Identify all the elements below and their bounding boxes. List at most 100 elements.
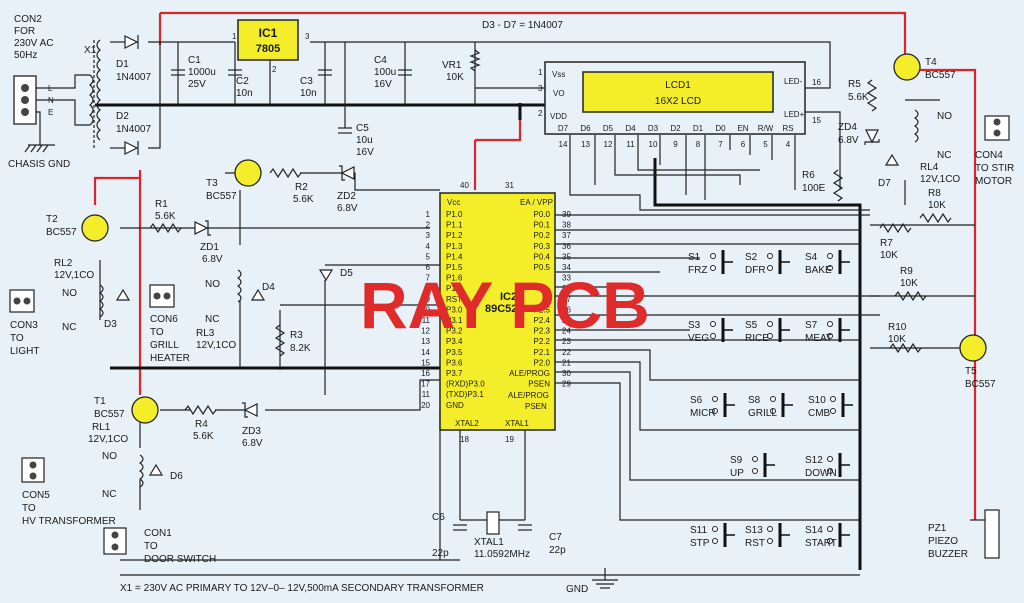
- d4-ref: D4: [262, 282, 275, 293]
- vr1-value: 10K: [446, 72, 464, 83]
- r5-value: 5.6K: [848, 92, 869, 103]
- vr1-ref: VR1: [442, 60, 462, 71]
- switch-s8: [770, 393, 793, 417]
- r2-ref: R2: [295, 182, 308, 193]
- switch-ref: S6: [690, 395, 703, 406]
- c6-ref: C6: [432, 512, 445, 523]
- c7-ref: C7: [549, 532, 562, 543]
- d2-part: 1N4007: [116, 124, 151, 135]
- con4-label-2: TO STIR: [975, 163, 1014, 174]
- switch-ref: S3: [688, 320, 701, 331]
- rl1-nc: NC: [102, 489, 116, 500]
- ic2-pin-number: 39: [562, 210, 571, 219]
- ic2-ea: EA / VPP: [520, 198, 553, 207]
- zd3-ref: ZD3: [242, 426, 261, 437]
- con2-label-1: CON2: [14, 14, 42, 25]
- ic2-ale: ALE/PROG: [508, 391, 549, 400]
- switch-ref: S9: [730, 455, 743, 466]
- ic2-pin-name: P2.1: [534, 348, 551, 357]
- ic2-microcontroller: [439, 192, 556, 431]
- r6-value: 100E: [802, 183, 826, 194]
- r4-value: 5.6K: [193, 431, 214, 442]
- rl3-no: NO: [205, 279, 220, 290]
- ic2-pin-name: P0.5: [534, 263, 551, 272]
- switch-ref: S12: [805, 455, 823, 466]
- rl2-nc: NC: [62, 322, 76, 333]
- ic2-pin-number: 33: [562, 274, 571, 283]
- r7-ref: R7: [880, 238, 893, 249]
- ic2-vcc: Vcc: [447, 198, 460, 207]
- switch-function: MEAT: [805, 333, 832, 344]
- switch-contact: [767, 265, 773, 271]
- ic2-pin-name: P1.0: [446, 210, 463, 219]
- ic2-pin-number: 16: [421, 369, 430, 378]
- pz1-label-3: BUZZER: [928, 549, 968, 560]
- lcd-pin-name: D2: [670, 124, 681, 133]
- c2-ref: C2: [236, 76, 249, 87]
- rl4-rating: 12V,1CO: [920, 174, 960, 185]
- ic2-pin-name: P0.0: [534, 210, 551, 219]
- r8-value: 10K: [928, 200, 946, 211]
- switch-contact: [710, 265, 716, 271]
- zd2-ref: ZD2: [337, 191, 356, 202]
- ic2-pin-name: PSEN: [528, 380, 550, 389]
- switch-contact: [830, 396, 836, 402]
- switch-contact: [827, 333, 833, 339]
- zd4-ref: ZD4: [838, 122, 857, 133]
- t5-part: BC557: [965, 379, 996, 390]
- lcd-part: 16X2 LCD: [655, 96, 701, 107]
- ic2-pin-number: 26: [562, 305, 571, 314]
- con6-label-3: GRILL: [150, 340, 179, 351]
- ic2-pin-name: P1.5: [446, 263, 463, 272]
- ic2-pin-number: 2: [426, 221, 431, 230]
- ic2-pin-name: P1.2: [446, 231, 463, 240]
- ic2-pin-name: RST: [446, 295, 462, 304]
- ic2-xtal2: XTAL2: [455, 419, 479, 428]
- c7-value: 22p: [549, 545, 566, 556]
- d7-ref: D7: [878, 178, 891, 189]
- switch-function: BAKE: [805, 265, 832, 276]
- switch-contact: [712, 396, 718, 402]
- gnd-rails: [95, 103, 862, 570]
- c5-ref: C5: [356, 123, 369, 134]
- zd1-ref: ZD1: [200, 242, 219, 253]
- switch-contact: [767, 253, 773, 259]
- ic2-pin-number: 1: [426, 210, 431, 219]
- zd4-value: 6.8V: [838, 135, 859, 146]
- switch-function: CMB: [808, 408, 831, 419]
- r1-ref: R1: [155, 199, 168, 210]
- switch-function: DFR: [745, 265, 766, 276]
- ic2-pin-number: 28: [562, 284, 571, 293]
- switch-ref: S7: [805, 320, 818, 331]
- t2-transistor: [81, 214, 109, 242]
- t4-part: BC557: [925, 70, 956, 81]
- con2-pin: [21, 108, 29, 116]
- con5-label-2: TO: [22, 503, 36, 514]
- ic1-pin2: 2: [272, 65, 277, 74]
- xtal-ref: XTAL1: [474, 537, 504, 548]
- ic2-pin-name: P0.1: [534, 221, 551, 230]
- lcd-vo: VO: [553, 89, 565, 98]
- ic2-pin-name: P1.6: [446, 274, 463, 283]
- switch-ref: S8: [748, 395, 761, 406]
- lcd-pin-name: D1: [693, 124, 704, 133]
- switch-ref: S2: [745, 252, 758, 263]
- switch-s4: [827, 250, 850, 274]
- switch-function: RICE: [745, 333, 769, 344]
- con2-pin: [21, 96, 29, 104]
- ic2-pin-name: P0.4: [534, 252, 551, 261]
- ic2-pin-name: P2.2: [534, 337, 551, 346]
- switch-ref: S13: [745, 525, 763, 536]
- ic2-pin-number: 3: [426, 231, 431, 240]
- r6-ref: R6: [802, 170, 815, 181]
- con2-label-4: 50Hz: [14, 50, 37, 61]
- signal-wires: [99, 41, 985, 576]
- ic2-pin-name: (RXD)P3.0: [446, 380, 485, 389]
- rl4-ref: RL4: [920, 162, 939, 173]
- ic2-pin-number: 7: [426, 274, 431, 283]
- lcd-pin-number: 4: [786, 140, 791, 149]
- lcd-pin-name: EN: [737, 124, 748, 133]
- switch-s11: [712, 523, 735, 547]
- con6-label-2: TO: [150, 327, 164, 338]
